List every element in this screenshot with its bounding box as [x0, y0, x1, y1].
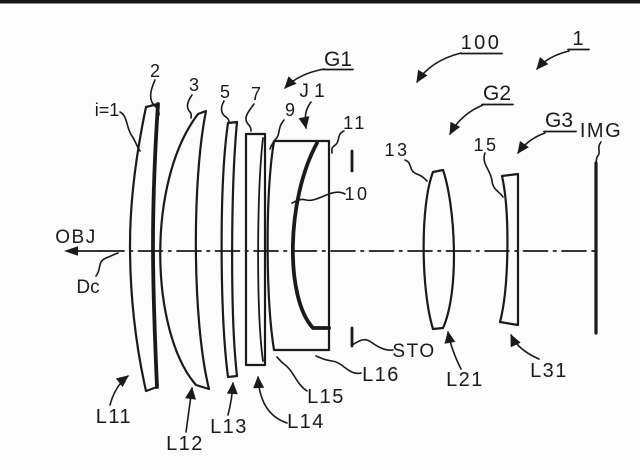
- leader-surface-3: [186, 94, 193, 119]
- label-l21: L21: [446, 369, 484, 391]
- arrow-g2: [449, 104, 484, 135]
- arrow-j1: [298, 101, 312, 130]
- label-surface-13: 13: [384, 140, 409, 160]
- leader-lines: [95, 79, 602, 392]
- leader-surface-7: [245, 103, 255, 132]
- arrow-100: [416, 52, 462, 83]
- label-l16: L16: [362, 364, 400, 386]
- label-surface-10: 10: [344, 184, 369, 204]
- leader-surface-13: [404, 159, 428, 182]
- leader-surface-9: [269, 119, 285, 150]
- lens-l14-rear-surface: [257, 137, 264, 362]
- label-surface-7: 7: [251, 84, 261, 104]
- arrow-g1: [284, 68, 325, 89]
- leader-sto: [351, 338, 394, 351]
- label-l13: L13: [210, 416, 248, 438]
- arrow-l11: [109, 375, 129, 406]
- leader-l16: [315, 355, 362, 375]
- arrow-l14: [253, 375, 288, 424]
- arrow-g3: [517, 132, 546, 154]
- arrow-l21: [444, 330, 462, 370]
- label-surface-11: 11: [343, 113, 367, 133]
- arrow-l31: [510, 334, 540, 360]
- leader-surface-2: [149, 79, 160, 116]
- optical-axis: [64, 246, 597, 256]
- lens-group-g3: [498, 172, 520, 327]
- leader-surface-15: [483, 152, 504, 198]
- label-obj: OBJ: [55, 227, 96, 248]
- leader-l15: [276, 356, 308, 392]
- leader-surface-i1: [119, 111, 141, 152]
- arrow-1: [536, 50, 570, 70]
- label-g2: G2: [483, 82, 511, 105]
- label-l31: L31: [530, 360, 568, 382]
- label-surface-9: 9: [285, 100, 295, 120]
- arrow-l12: [185, 386, 196, 433]
- obj-direction-arrowhead: [64, 246, 78, 256]
- lens-group-g2: [422, 168, 456, 331]
- leader-surface-10: [291, 191, 346, 204]
- callout-arrows: [109, 50, 570, 433]
- label-l12: L12: [166, 433, 204, 455]
- leader-img: [595, 141, 602, 163]
- label-img: IMG: [580, 120, 622, 142]
- leader-surface-11: [331, 130, 345, 154]
- leader-surface-5: [220, 100, 230, 124]
- label-surface-3: 3: [189, 75, 199, 95]
- label-surface-2: 2: [150, 61, 160, 81]
- label-surface-5: 5: [220, 82, 230, 102]
- label-surface-i1: i=1: [95, 100, 120, 120]
- label-l14: L14: [287, 411, 325, 433]
- label-g3: G3: [545, 109, 573, 132]
- cemented-surface-10: [290, 141, 331, 330]
- label-dc: Dc: [76, 277, 99, 298]
- lens-group-g1: [128, 102, 331, 393]
- lens-l11-rear-surface: [151, 102, 160, 389]
- lens-l13-outline: [220, 120, 239, 379]
- top-border-strip: [0, 0, 640, 4]
- label-1: 1: [572, 28, 583, 50]
- label-l11: L11: [96, 406, 132, 428]
- label-100: 100: [461, 32, 502, 54]
- label-surface-15: 15: [473, 135, 498, 155]
- label-j1: J 1: [299, 81, 324, 102]
- reference-underlines: [322, 48, 590, 133]
- cemented-doublet-outline: [266, 139, 331, 352]
- label-l15: L15: [307, 386, 345, 408]
- lens-l12-outline: [159, 109, 211, 391]
- label-g1: G1: [324, 48, 352, 71]
- lens-l21-outline: [422, 168, 456, 331]
- arrow-l13: [226, 381, 238, 416]
- lens-l14-outline: [244, 132, 267, 367]
- lens-l31-outline: [498, 172, 520, 327]
- labels: OBJ Dc STO IMG i=1 2 3 5 7 9 10 11 13 15…: [55, 28, 622, 455]
- leader-dc: [95, 252, 119, 277]
- label-sto: STO: [392, 341, 435, 362]
